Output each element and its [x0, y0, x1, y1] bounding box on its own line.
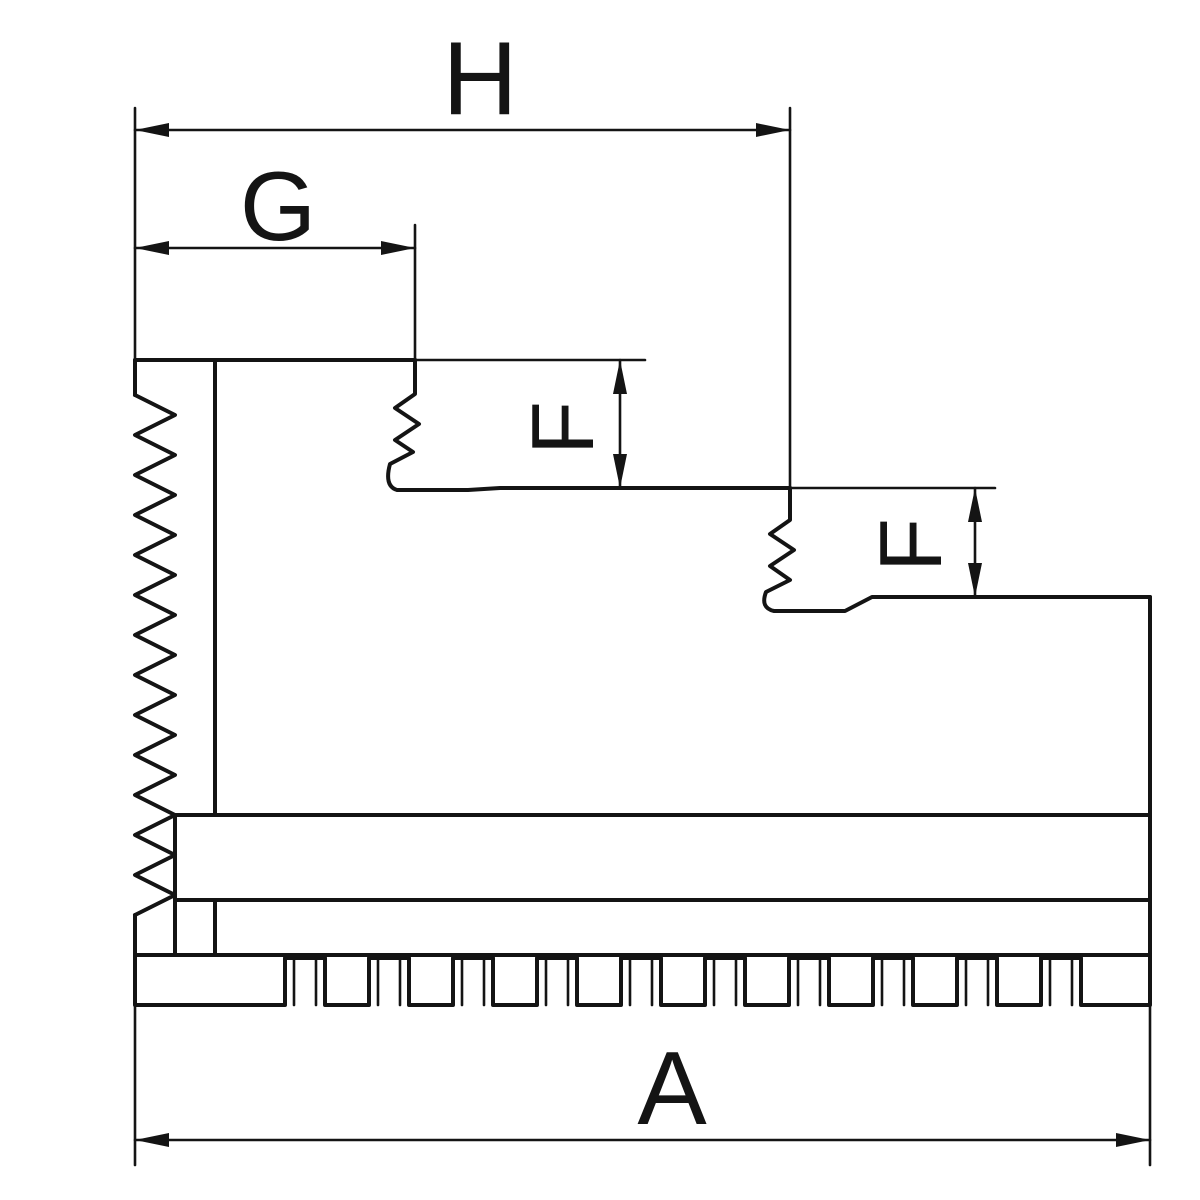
dimension-label-h: H — [442, 21, 517, 137]
serration-block-boundary — [173, 358, 217, 957]
step1-face-and-step2-surface — [386, 358, 792, 492]
dimension-g: G — [133, 151, 417, 362]
serration-left-zigzag — [133, 393, 177, 917]
arrowhead-g-left — [135, 241, 169, 255]
dimension-label-a: A — [637, 1031, 707, 1147]
arrowhead-g-right — [381, 241, 415, 255]
arrowhead-f-upper-top — [613, 360, 627, 394]
arrowhead-f-upper-bottom — [613, 454, 627, 488]
arrowhead-a-left — [135, 1133, 169, 1147]
guide-slot-edges — [173, 813, 1152, 902]
arrowhead-h-right — [756, 123, 790, 137]
part-outline — [133, 358, 1152, 957]
dimension-a: A — [133, 1003, 1152, 1167]
arrowhead-f-lower-top — [968, 488, 982, 522]
arrowhead-a-right — [1116, 1133, 1150, 1147]
bottom-teeth-chamfer-lines — [292, 956, 1074, 1007]
dimension-f-upper: F — [413, 358, 647, 490]
dimension-label-g: G — [240, 151, 316, 261]
dimension-label-f-upper: F — [513, 401, 612, 455]
bottom-teeth — [133, 953, 1152, 1007]
bottom-teeth-outline — [133, 953, 1152, 1007]
dimension-f-lower: F — [788, 486, 997, 599]
step2-face-and-body-surface — [762, 486, 1152, 613]
arrowhead-h-left — [135, 123, 169, 137]
dimension-label-f-lower: F — [861, 518, 960, 572]
dimension-h: H — [133, 21, 792, 490]
guide-slot — [173, 813, 1152, 902]
arrowhead-f-lower-bottom — [968, 563, 982, 597]
